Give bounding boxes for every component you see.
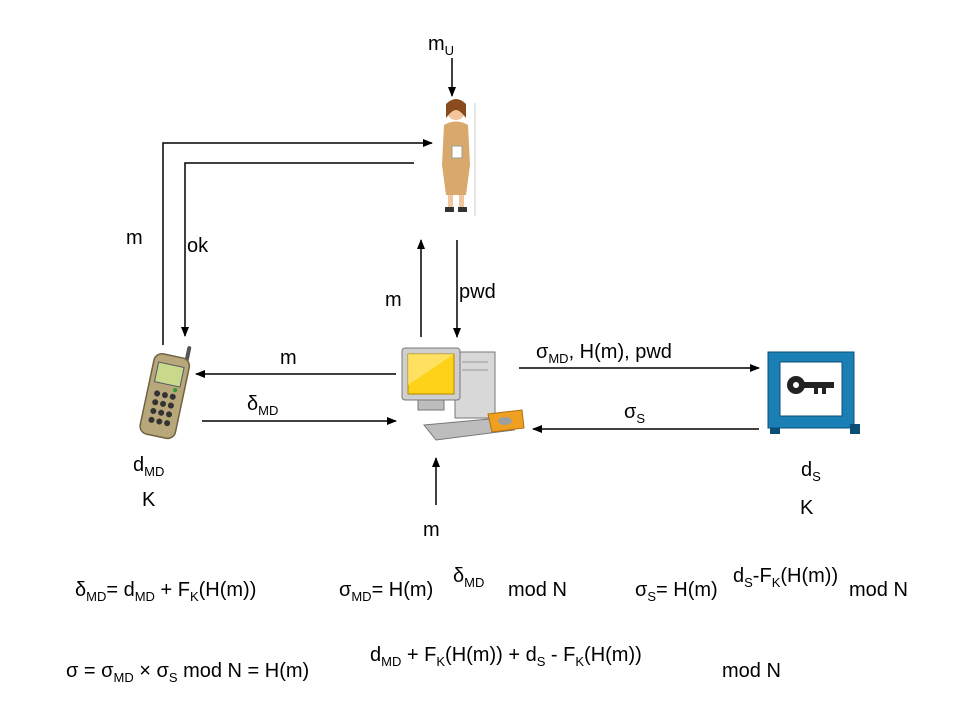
server-key-label: dS bbox=[801, 459, 821, 484]
equation-delta-md: δMD= dMD + FK(H(m)) bbox=[75, 579, 257, 604]
server-k-label: K bbox=[800, 497, 814, 519]
label-pwd: pwd bbox=[459, 281, 496, 303]
equation-sigma-md: σMD= H(m) bbox=[339, 579, 434, 604]
label-phone-to-user-m: m bbox=[126, 227, 143, 249]
equation-sigma-md-exponent: δMD bbox=[453, 565, 485, 590]
phone-key-label: dMD bbox=[133, 454, 165, 479]
user-icon bbox=[442, 99, 476, 216]
label-pc-to-user-m: m bbox=[385, 289, 402, 311]
label-phone-to-pc-delta: δMD bbox=[247, 393, 279, 418]
equation-sigma-combined-exponent: dMD + FK(H(m)) + dS - FK(H(m)) bbox=[370, 644, 642, 669]
arrow-user-to-phone-ok bbox=[181, 162, 414, 337]
label-server-to-pc: σS bbox=[624, 401, 646, 426]
equation-sigma-combined: σ = σMD × σS mod N = H(m) bbox=[66, 660, 310, 685]
phone-icon bbox=[139, 346, 192, 440]
arrow-phone-to-user bbox=[162, 139, 433, 345]
label-ok: ok bbox=[187, 235, 209, 257]
equation-sigma-s-mod: mod N bbox=[849, 579, 908, 601]
label-pc-to-phone-m: m bbox=[280, 347, 297, 369]
label-pc-to-server: σMD, H(m), pwd bbox=[536, 341, 672, 366]
phone-k-label: K bbox=[142, 489, 156, 511]
equation-sigma-s: σS= H(m) bbox=[635, 579, 718, 604]
label-user-input: mU bbox=[428, 33, 455, 58]
label-pc-input-m: m bbox=[423, 519, 440, 541]
equation-sigma-s-exponent: dS-FK(H(m)) bbox=[733, 565, 839, 590]
equation-sigma-md-mod: mod N bbox=[508, 579, 567, 601]
key-server-icon bbox=[767, 351, 860, 434]
computer-icon bbox=[401, 347, 525, 441]
equation-sigma-combined-mod: mod N bbox=[722, 660, 781, 682]
